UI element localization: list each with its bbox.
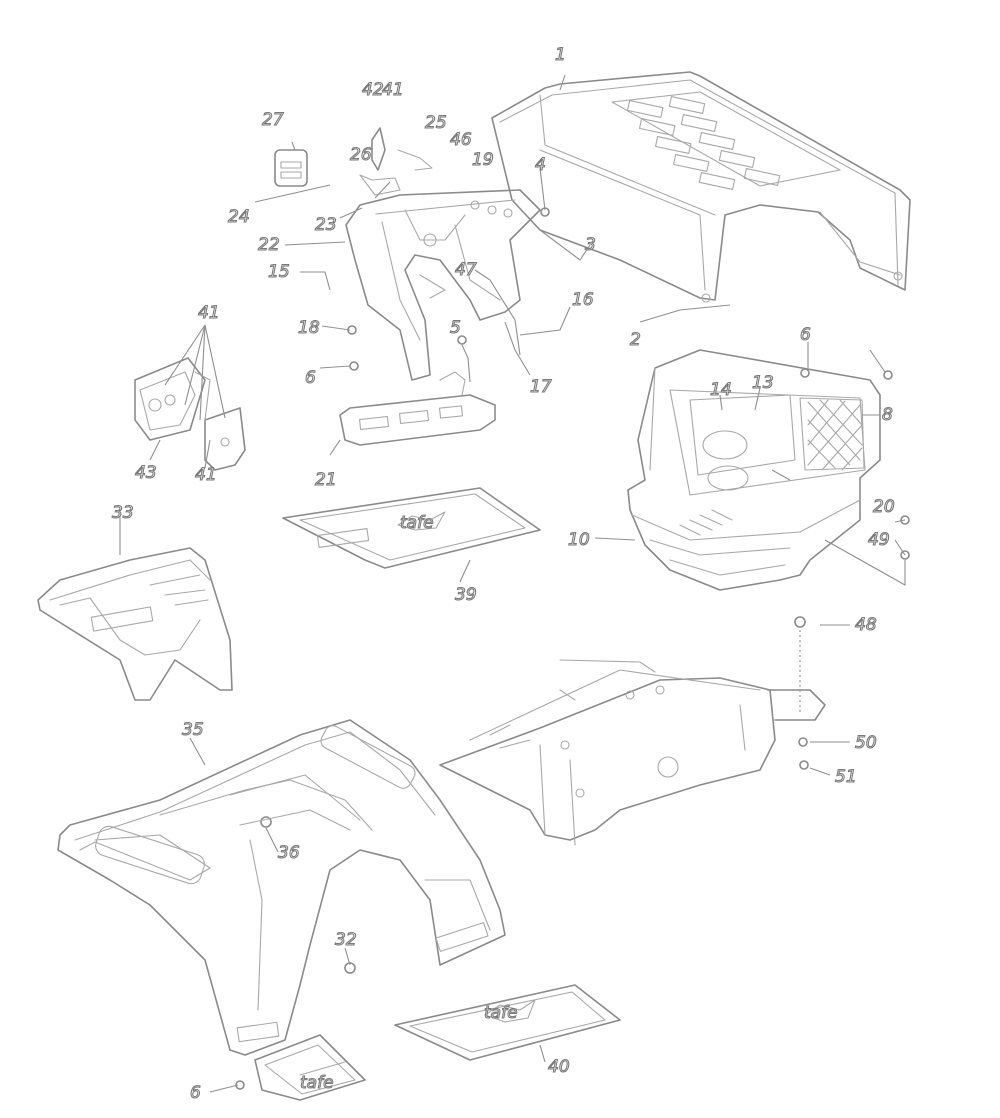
callout-1: 1: [555, 45, 566, 65]
callout-15: 15: [268, 262, 290, 282]
mounting-brackets: [134, 357, 246, 471]
dash-support-frame: [274, 127, 541, 381]
callout-19: 19: [472, 150, 494, 170]
logo-text-step-plate: tafe: [300, 1073, 334, 1093]
hood-panel: [491, 71, 911, 303]
chassis-frame: [439, 659, 826, 846]
callout-41-lower: 41: [195, 465, 217, 485]
callout-49: 49: [868, 530, 890, 550]
callout-40: 40: [548, 1057, 570, 1077]
callout-2: 2: [630, 330, 641, 350]
callout-47: 47: [455, 260, 477, 280]
callout-14: 14: [710, 380, 732, 400]
dash-bottom-plate: [339, 371, 496, 446]
callout-6-step: 6: [190, 1083, 201, 1103]
leader-lines: [119, 74, 906, 1093]
callout-24: 24: [228, 207, 250, 227]
callout-33: 33: [112, 503, 134, 523]
callout-22: 22: [258, 235, 280, 255]
front-grille-housing: [627, 349, 881, 591]
callout-46: 46: [450, 130, 472, 150]
logo-text-upper-mat: tafe: [400, 513, 434, 533]
brand-logos: tafe tafe tafe: [299, 512, 518, 1093]
rear-fender-small: [37, 547, 233, 701]
callout-3: 3: [585, 235, 596, 255]
logo-text-lower-mat: tafe: [484, 1003, 518, 1023]
callout-20: 20: [873, 497, 895, 517]
callout-13: 13: [752, 373, 774, 393]
step-plate: [254, 1034, 366, 1101]
callout-51: 51: [835, 767, 857, 787]
callout-16: 16: [572, 290, 594, 310]
callout-42: 42: [362, 80, 384, 100]
callout-41-top: 41: [382, 80, 404, 100]
callout-26: 26: [350, 145, 372, 165]
callout-23: 23: [315, 215, 337, 235]
callout-32: 32: [335, 930, 357, 950]
callout-35: 35: [182, 720, 204, 740]
floor-mat-upper: [282, 487, 541, 569]
callout-36: 36: [278, 843, 300, 863]
callout-5: 5: [450, 318, 461, 338]
callout-17: 17: [530, 377, 552, 397]
floor-mat-lower: [394, 984, 621, 1061]
callout-labels: 1 42 41 27 25 46 19 26 4 24 23 22 3 15 4…: [111, 44, 895, 1103]
callout-43: 43: [135, 463, 157, 483]
callout-6-dash: 6: [305, 368, 316, 388]
callout-10: 10: [568, 530, 590, 550]
callout-39: 39: [455, 585, 477, 605]
callout-48: 48: [855, 615, 877, 635]
rear-fender-large: [57, 719, 506, 1056]
callout-25: 25: [425, 113, 447, 133]
callout-18: 18: [298, 318, 320, 338]
callout-41-bracket: 41: [198, 303, 220, 323]
callout-6-grille: 6: [800, 325, 811, 345]
callout-4: 4: [535, 155, 546, 175]
callout-21: 21: [315, 470, 337, 490]
callout-50: 50: [855, 733, 877, 753]
callout-8: 8: [882, 405, 893, 425]
callout-27: 27: [262, 110, 284, 130]
